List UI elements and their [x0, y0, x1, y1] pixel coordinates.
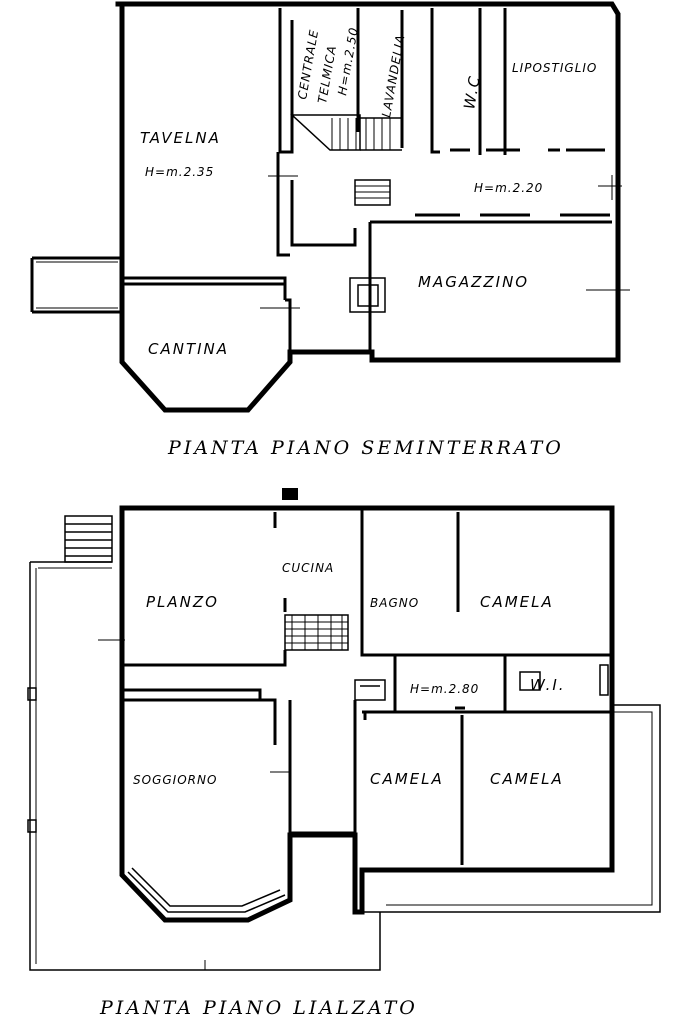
ground-floor-plan: CUCINA PLANZO BAGNO CAMELA H=m.2.80 W.I.… [27, 488, 661, 1019]
caption-ground: PIANTA PIANO LIALZATO [99, 997, 418, 1019]
basement-staircase [290, 114, 402, 206]
basement-plan: TAVELNA H=m.2.35 CENTRALE TELMICA H=m.2.… [30, 1, 630, 459]
bay-window [127, 867, 286, 913]
ground-staircase [284, 614, 349, 651]
entry-steps [64, 515, 113, 563]
room-label-centrale-b: TELMICA [315, 44, 339, 105]
basement-column [349, 277, 386, 313]
ground-outer-wall [119, 505, 615, 923]
chimney-icon [282, 488, 298, 500]
hall-height-ground: H=m.2.80 [410, 682, 479, 696]
room-label-soggiorno: SOGGIORNO [133, 773, 217, 787]
room-label-magazzino: MAGAZZINO [418, 273, 529, 291]
basement-entry-ramp [30, 256, 122, 314]
room-label-camera2: CAMELA [370, 770, 444, 788]
room-label-pranzo: PLANZO [146, 593, 219, 611]
room-label-camera1: CAMELA [480, 593, 554, 611]
room-label-bagno: BAGNO [370, 596, 419, 610]
room-label-camera3: CAMELA [490, 770, 564, 788]
room-label-cantina: CANTINA [148, 340, 229, 358]
basement-internal-walls [122, 8, 612, 352]
room-label-wc-ground: W.I. [530, 676, 566, 694]
ground-internal-walls [122, 508, 612, 865]
room-label-tavelna: TAVELNA [140, 129, 221, 147]
room-label-ripostiglio: LIPOSTIGLIO [512, 61, 597, 75]
caption-basement: PIANTA PIANO SEMINTERRATO [167, 437, 564, 459]
room-label-cucina: CUCINA [282, 561, 334, 575]
corridor-height-basement: H=m.2.20 [474, 181, 543, 195]
room-height-tavelna: H=m.2.35 [145, 165, 214, 179]
basement-outer-wall [115, 1, 621, 413]
